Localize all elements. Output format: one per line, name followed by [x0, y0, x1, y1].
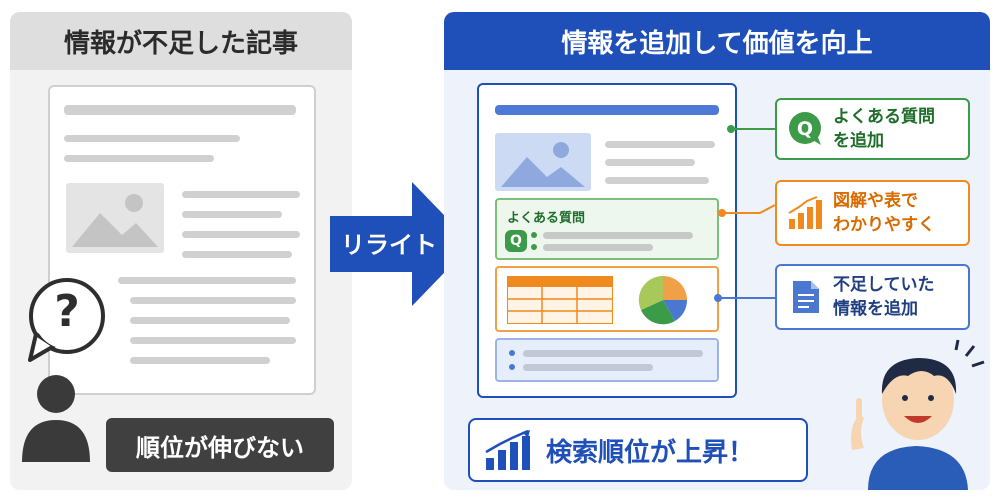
callout-faq-line1: よくある質問	[833, 107, 935, 127]
rewrite-label: リライト	[341, 231, 437, 259]
image-placeholder-icon	[66, 183, 164, 253]
text-line	[523, 350, 703, 357]
ranking-up-label: 検索順位が上昇！	[546, 437, 755, 468]
svg-text:Q: Q	[797, 118, 813, 140]
after-title: 情報を追加して価値を向上	[444, 12, 990, 70]
bullet-dot	[509, 350, 515, 356]
text-line	[64, 155, 214, 162]
question-bubble-icon: ?	[24, 276, 110, 364]
bullet-dot	[509, 364, 515, 370]
before-title: 情報が不足した記事	[10, 12, 352, 70]
question-mark: ?	[54, 286, 80, 337]
table-icon	[506, 275, 614, 325]
callout-faq-line2: を追加	[833, 131, 884, 151]
document-icon	[787, 279, 823, 315]
text-line	[605, 159, 695, 166]
text-line	[182, 231, 300, 238]
added-info-section	[495, 338, 719, 382]
confused-user-icon	[18, 370, 94, 462]
bullet-dot	[531, 244, 537, 250]
callout-info: 不足していた 情報を追加	[775, 264, 970, 330]
text-line	[182, 211, 282, 218]
faq-section-title: よくある質問	[507, 211, 586, 226]
callout-visual-line2: わかりやすく	[833, 215, 935, 235]
q-speech-bubble-icon: Q	[787, 111, 823, 147]
image-placeholder-icon	[495, 133, 591, 191]
rising-bar-chart-icon	[484, 429, 534, 470]
text-line	[130, 357, 270, 364]
text-line	[605, 141, 715, 148]
faq-section: よくある質問 Q	[495, 198, 719, 260]
bullet-dot	[531, 232, 537, 238]
callout-visual: 図解や表で わかりやすく	[775, 180, 970, 246]
happy-user-illustration	[838, 338, 988, 490]
text-line	[605, 177, 709, 184]
text-line	[118, 277, 296, 284]
article-title-bar	[64, 105, 296, 115]
bar-chart-growth-icon	[787, 195, 823, 231]
text-line	[130, 297, 296, 304]
callout-faq: Q よくある質問 を追加	[775, 98, 970, 160]
callout-info-line1: 不足していた	[833, 275, 935, 295]
faq-q-badge-icon: Q	[505, 230, 527, 252]
ranking-up-banner: 検索順位が上昇！	[468, 418, 808, 482]
text-line	[543, 232, 693, 239]
article-title-bar	[495, 105, 719, 115]
faq-q-letter: Q	[510, 233, 522, 249]
text-line	[130, 317, 290, 324]
text-line	[182, 191, 300, 198]
text-line	[182, 251, 292, 258]
pie-chart-icon	[637, 274, 689, 326]
ranking-stagnant-label: 順位が伸びない	[106, 418, 334, 472]
text-line	[130, 337, 296, 344]
text-line	[523, 364, 653, 371]
callout-visual-line1: 図解や表で	[833, 191, 918, 211]
text-line	[543, 244, 653, 251]
text-line	[64, 135, 240, 142]
callout-info-line2: 情報を追加	[833, 299, 918, 319]
rewrite-arrow-icon	[330, 182, 472, 306]
